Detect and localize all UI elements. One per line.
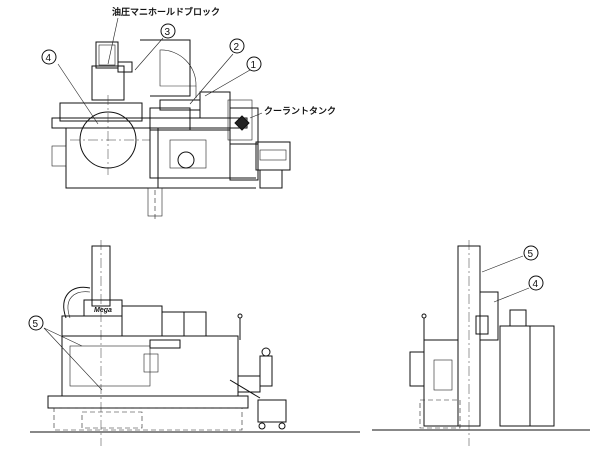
column-body (91, 65, 125, 101)
callout-4-top: 4 (41, 49, 57, 65)
enclosure-frame (140, 39, 191, 97)
label-coolant-tank: クーラントタンク (264, 105, 336, 116)
callout-3: 3 (160, 23, 176, 39)
leader-hydraulic (107, 17, 119, 65)
callout-5-front-text: 5 (33, 319, 39, 330)
front-base (47, 395, 249, 409)
center-unit (149, 129, 231, 179)
front-view: Mega (30, 240, 360, 446)
callout-5-side: 5 (523, 245, 539, 261)
front-badge: Mega (94, 307, 112, 314)
coolant-marker (234, 115, 250, 131)
top-view (51, 17, 291, 222)
saddle (59, 102, 143, 122)
callout-3-text: 3 (165, 27, 171, 38)
callout-1-text: 1 (251, 60, 257, 71)
chip-cart (257, 399, 287, 423)
side-view (372, 240, 590, 446)
label-hydraulic-manifold: 油圧マニホールドブロック (112, 6, 220, 17)
callout-4-top-text: 4 (46, 53, 52, 64)
front-spindle-cover (61, 315, 123, 337)
callout-1: 1 (246, 56, 262, 72)
callout-2-text: 2 (234, 42, 240, 53)
column-top-block (95, 41, 119, 69)
callout-2: 2 (229, 38, 245, 54)
callout-5-front: 5 (28, 315, 44, 331)
chip-conveyor (255, 141, 291, 171)
callout-4-side: 4 (528, 275, 544, 291)
callout-5-side-text: 5 (528, 249, 534, 260)
side-enclosure (499, 325, 531, 427)
callout-4-side-text: 4 (533, 279, 539, 290)
